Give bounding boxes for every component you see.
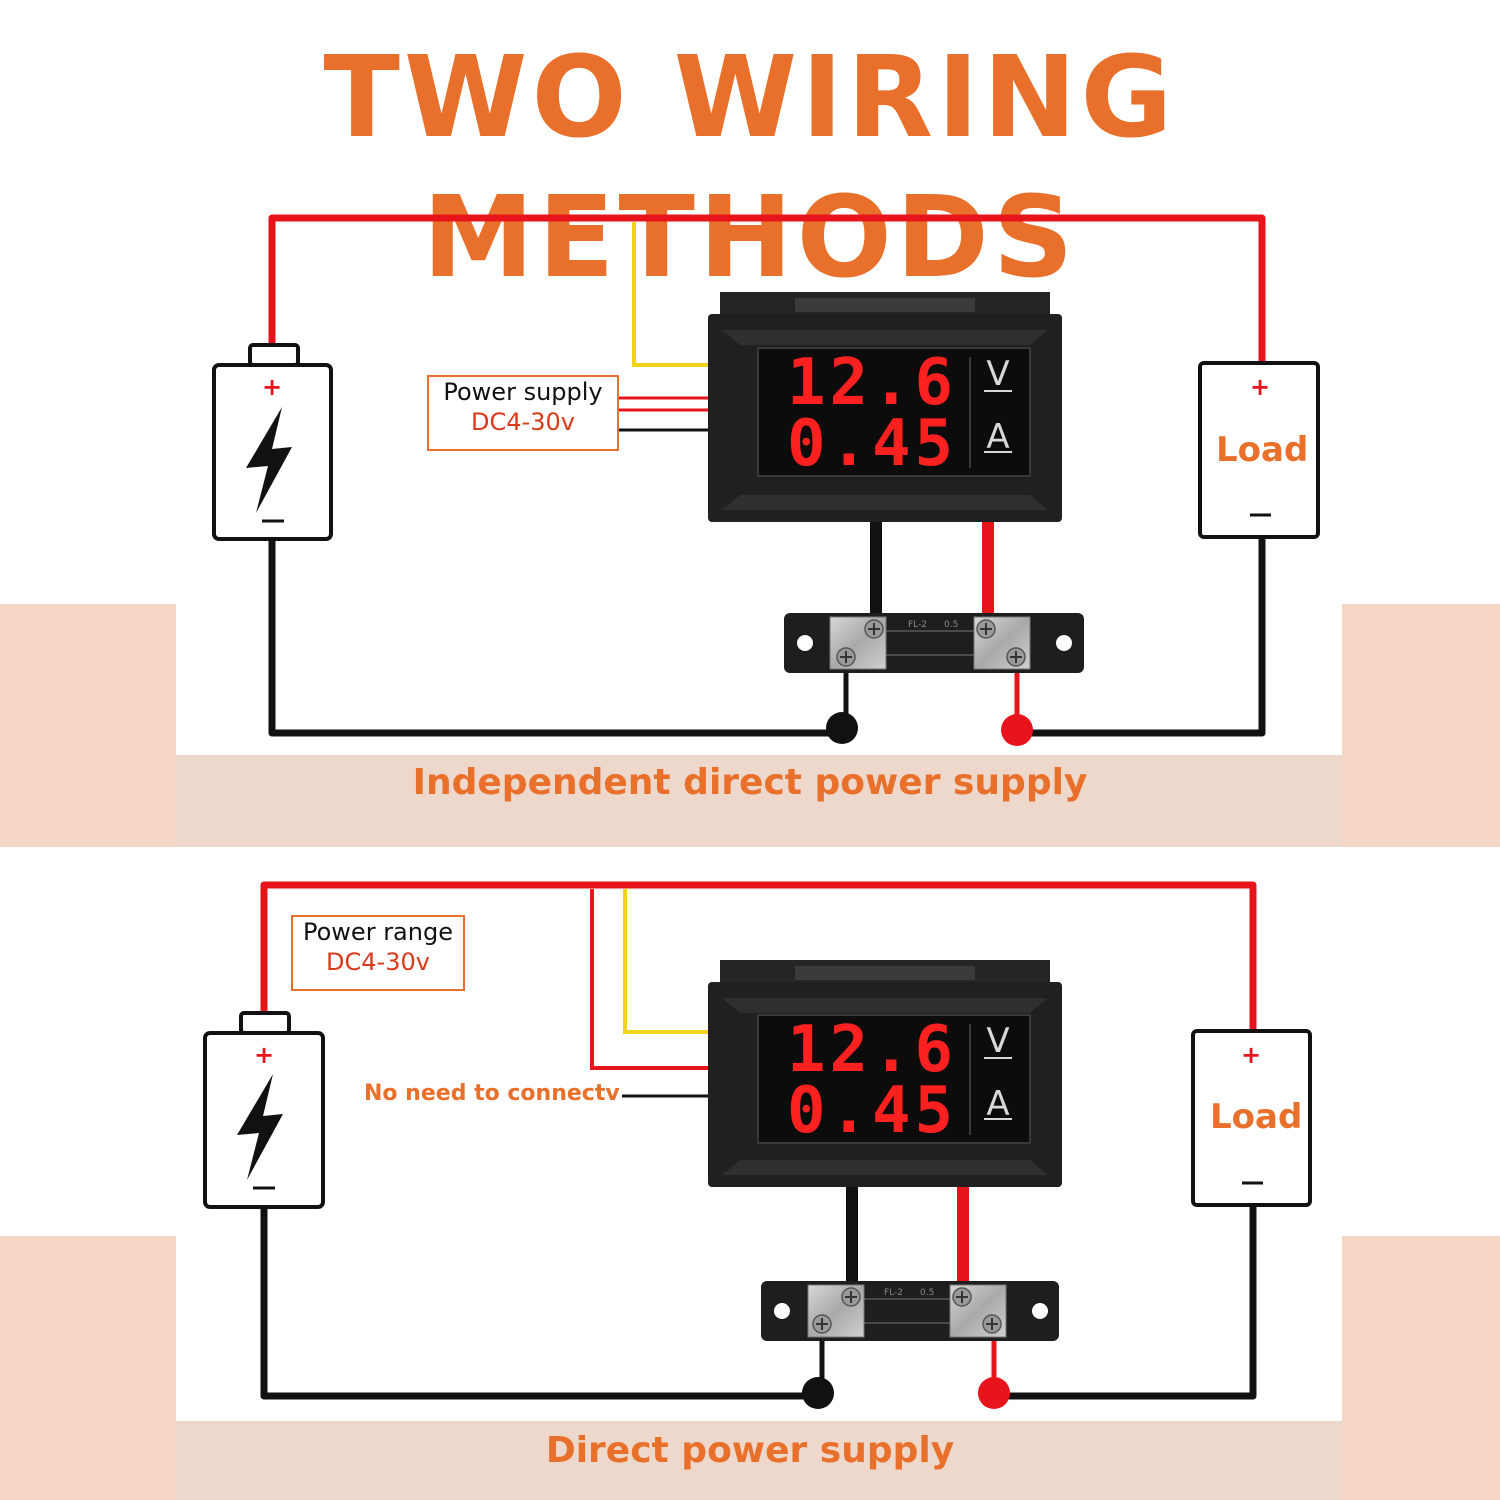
m1-yellow-wire: [632, 222, 712, 367]
m2-red-top-wire: [260, 881, 1257, 1030]
m2-black-terminal: [802, 1377, 834, 1409]
m1-load: +: [1198, 361, 1320, 539]
m2-red-bottom-wire: [994, 1205, 1257, 1400]
m2-current-readout: 0.45: [787, 1074, 957, 1148]
svg-text:+: +: [1250, 373, 1270, 401]
m1-unit-a: A: [986, 417, 1009, 457]
m2-power-range-value: DC4-30v: [326, 948, 430, 976]
m1-load-label: Load: [1216, 430, 1309, 470]
m2-caption: Direct power supply: [545, 1430, 955, 1471]
method1-diagram: + +: [212, 214, 1320, 746]
caption-strip-2: [176, 1421, 1342, 1500]
m2-red-terminal: [978, 1377, 1010, 1409]
m1-power-supply-label: Power supply DC4-30v: [427, 375, 619, 451]
m1-meter: [708, 292, 1062, 522]
m1-bolt-icon: [246, 407, 292, 513]
m2-shunt-mark-2: 0.5: [920, 1288, 934, 1298]
method2-diagram: + +: [203, 881, 1312, 1409]
m2-no-connect-note: No need to connectv: [364, 1081, 620, 1106]
svg-text:+: +: [262, 373, 282, 401]
m2-meter: [708, 960, 1062, 1187]
m1-battery: +: [212, 343, 333, 541]
m1-black-bottom-wire: [268, 540, 842, 737]
m1-power-supply-title: Power supply: [443, 378, 603, 406]
m1-red-top-wire: [268, 214, 1266, 362]
m2-power-range-label: Power range DC4-30v: [291, 915, 465, 991]
svg-text:+: +: [254, 1041, 274, 1069]
m2-load-label: Load: [1210, 1097, 1303, 1137]
m2-black-bottom-wire: [260, 1208, 818, 1400]
m2-bolt-icon: [237, 1074, 283, 1180]
m2-unit-v: V: [986, 1021, 1009, 1061]
m2-voltage-readout: 12.6: [787, 1013, 957, 1087]
m1-voltage-readout: 12.6: [787, 346, 957, 420]
band-left-1: [0, 604, 176, 847]
band-left-2: [0, 1236, 176, 1500]
m1-unit-v: V: [986, 354, 1009, 394]
page-title: TWO WIRING METHODS: [323, 33, 1177, 303]
band-right-2: [1342, 1236, 1500, 1500]
caption-strip-1: [176, 755, 1342, 847]
m2-power-range-title: Power range: [303, 918, 453, 946]
m1-current-readout: 0.45: [787, 407, 957, 481]
m2-load: +: [1191, 1029, 1312, 1207]
svg-text:+: +: [1241, 1041, 1261, 1069]
m2-yellow-wire: [623, 889, 712, 1034]
m2-battery: +: [203, 1011, 325, 1209]
band-right-1: [1342, 604, 1500, 847]
m2-shunt: FL-2 0.5: [761, 1281, 1059, 1341]
m1-shunt-mark-2: 0.5: [944, 620, 958, 630]
m1-caption: Independent direct power supply: [412, 762, 1088, 803]
m1-shunt-mark-1: FL-2: [908, 620, 927, 630]
m1-shunt: FL-2 0.5: [784, 613, 1084, 673]
m2-shunt-mark-1: FL-2: [884, 1288, 903, 1298]
m2-red-sense-wire: [590, 889, 712, 1070]
m1-red-bottom-wire: [1017, 538, 1266, 737]
m1-power-supply-range: DC4-30v: [471, 408, 575, 436]
m2-unit-a: A: [986, 1084, 1009, 1124]
m1-red-terminal: [1001, 714, 1033, 746]
m1-black-terminal: [826, 712, 858, 744]
